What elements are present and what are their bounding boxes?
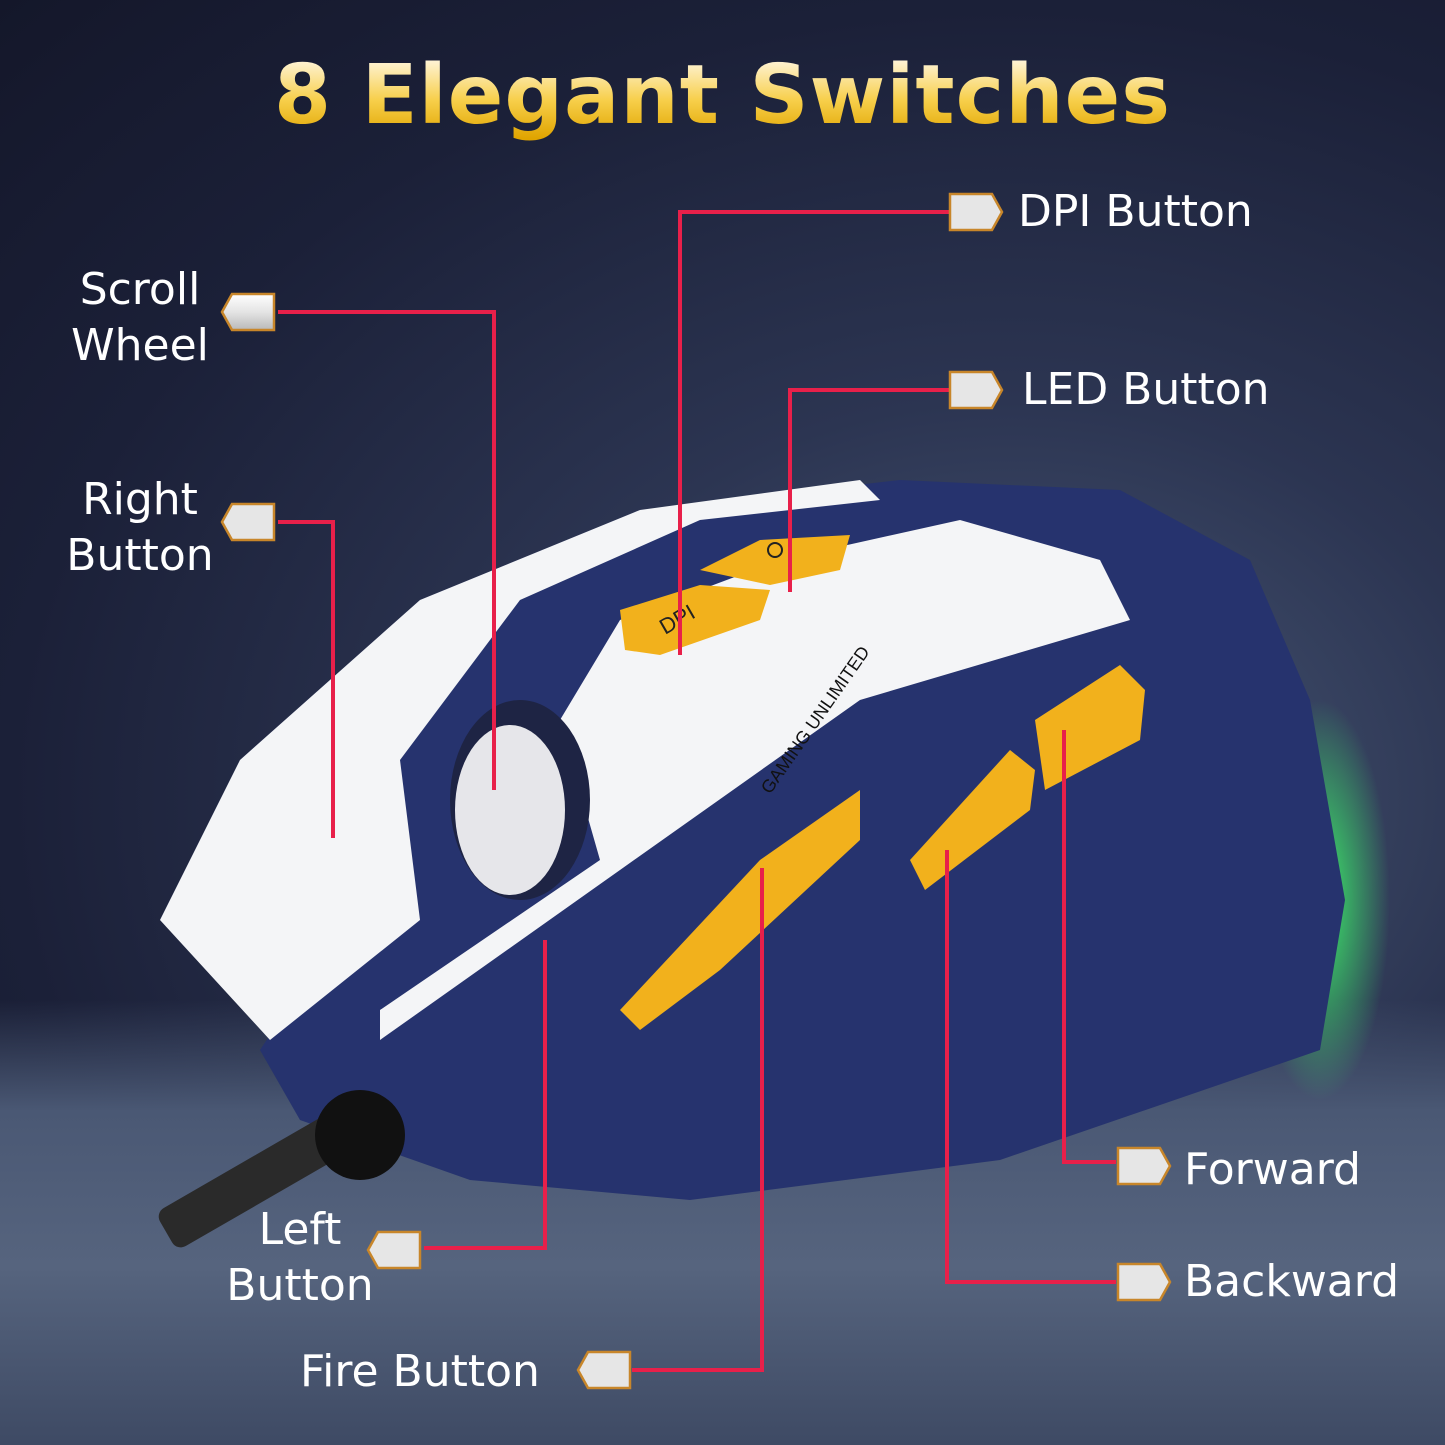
label-scroll-wheel: Scroll Wheel	[40, 262, 240, 374]
backward-key	[910, 750, 1035, 890]
cable-strain-relief	[315, 1090, 405, 1180]
label-dpi-button: DPI Button	[1018, 186, 1253, 237]
leader-line-led	[788, 388, 950, 392]
pointer-tag-left-icon	[576, 1350, 632, 1390]
label-line: Scroll	[79, 264, 201, 315]
leader-line-left	[424, 1246, 547, 1250]
right-button-shell	[160, 480, 880, 1040]
leader-line-scroll	[278, 310, 494, 314]
leader-line-forward-v	[1062, 730, 1066, 1162]
fire-key	[620, 790, 860, 1030]
label-fire-button: Fire Button	[300, 1346, 540, 1397]
leader-line-forward	[1062, 1160, 1116, 1164]
leader-line-dpi	[678, 210, 950, 214]
leader-line-backward-v	[945, 850, 949, 1282]
label-led-button: LED Button	[1022, 364, 1270, 415]
leader-line-fire-v	[760, 868, 764, 1372]
label-backward: Backward	[1184, 1256, 1400, 1307]
label-line: Wheel	[71, 320, 209, 371]
pointer-tag-right-icon	[1116, 1146, 1172, 1186]
leader-line-dpi-v	[678, 210, 682, 655]
label-line: Button	[66, 530, 214, 581]
label-line: Button	[226, 1260, 374, 1311]
label-right-button: Right Button	[40, 472, 240, 584]
pointer-tag-left-icon	[366, 1230, 422, 1270]
leader-line-right	[278, 520, 335, 524]
left-button-shell	[380, 520, 1130, 1040]
leader-line-right-v	[331, 520, 335, 838]
leader-line-fire	[632, 1368, 764, 1372]
label-forward: Forward	[1184, 1144, 1361, 1195]
pointer-tag-right-icon	[948, 192, 1004, 232]
pointer-tag-right-icon	[948, 370, 1004, 410]
dpi-key	[620, 585, 770, 655]
sun-icon	[767, 542, 783, 558]
scroll-wheel	[455, 725, 565, 895]
pointer-tag-right-icon	[1116, 1262, 1172, 1302]
label-left-button: Left Button	[200, 1202, 400, 1314]
leader-line-scroll-v	[492, 310, 496, 790]
leader-line-backward	[945, 1280, 1116, 1284]
pointer-tag-left-icon	[220, 292, 276, 332]
label-line: Right	[82, 474, 198, 525]
page-title: 8 Elegant Switches	[0, 48, 1445, 143]
label-line: Left	[258, 1204, 342, 1255]
leader-line-led-v	[788, 388, 792, 592]
leader-line-left-v	[543, 940, 547, 1248]
pointer-tag-left-icon	[220, 502, 276, 542]
led-key	[700, 535, 850, 585]
